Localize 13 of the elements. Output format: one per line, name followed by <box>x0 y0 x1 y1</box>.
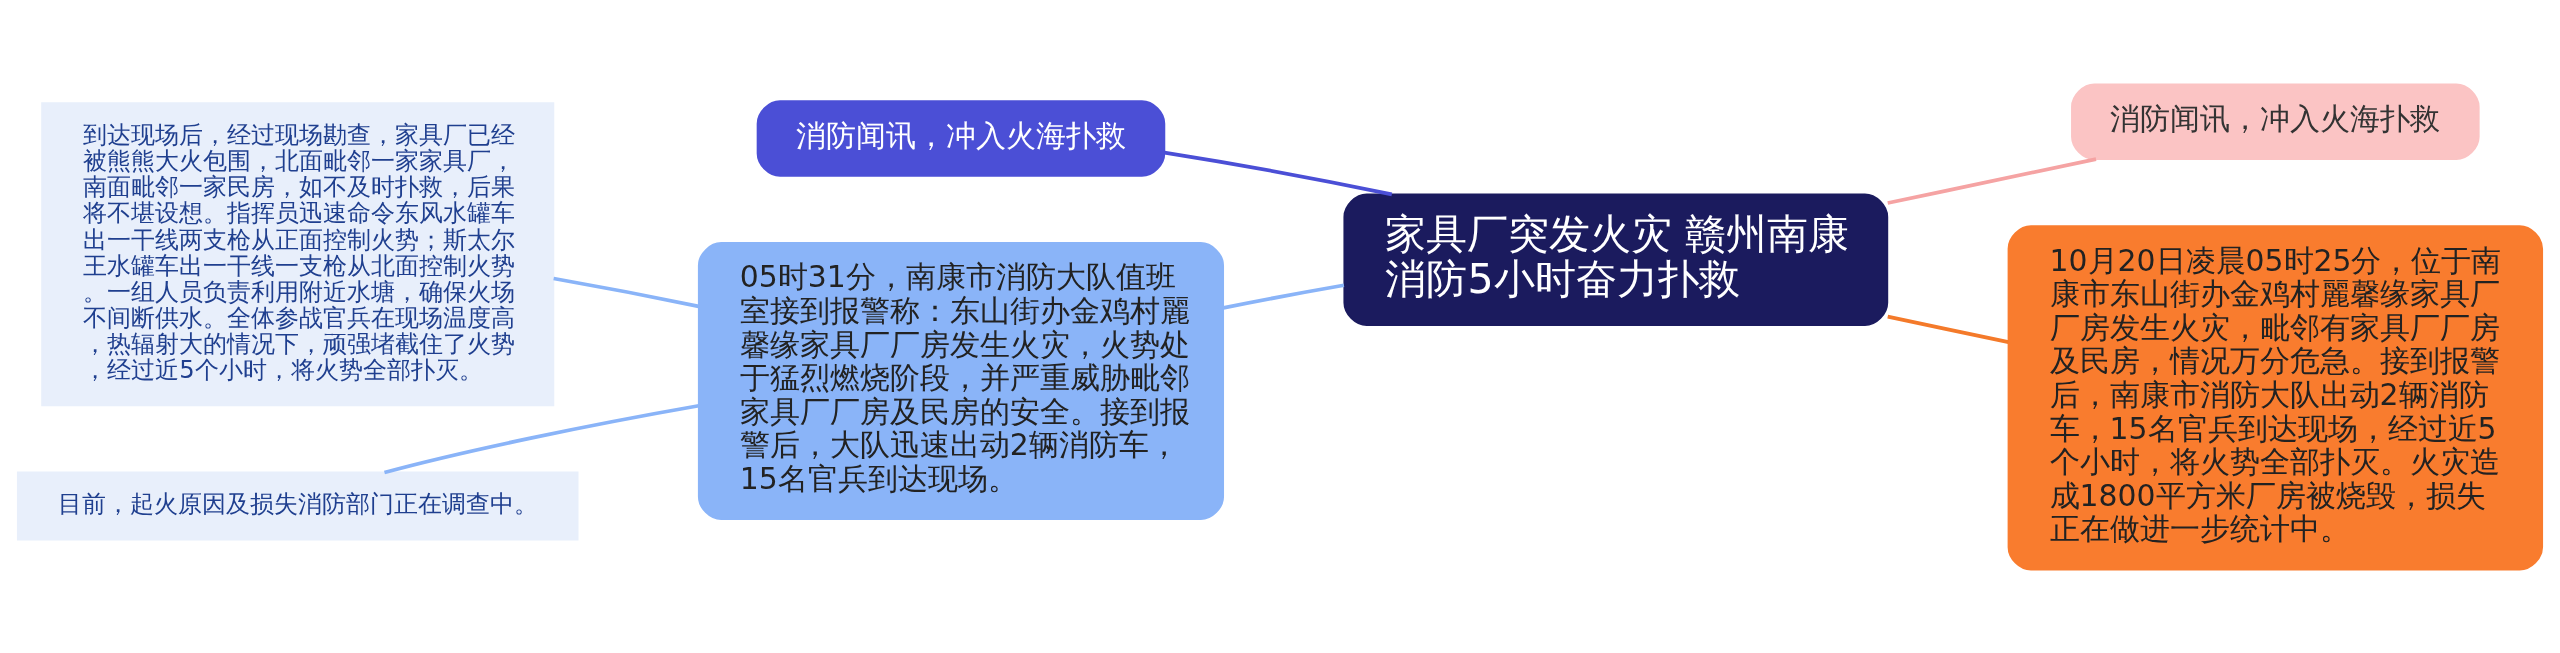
node-box: 05时31分，南康市消防大队值班室接到报警称：东山街办金鸡村麗馨缘家具厂厂房发生火灾，火势处于猛烈燃烧阶段，并严重威胁毗邻家具厂厂房及民房的安全。接到报警后，大队迅速出动2辆消防车，15名官兵到达现场。 <box>697 241 1225 520</box>
node-box: 到达现场后，经过现场勘查，家具厂已经被熊熊大火包围，北面毗邻一家家具厂，南面毗邻一家民房，如不及时扑救，后果将不堪设想。指挥员迅速命令东风水罐车出一干线两支枪从正面控制火势；斯太尔王水罐车出一干线一支枪从北面控制火势。一组人员负责利用附近水塘，确保火场不间断供水。全体参战官兵在现场温度高，热辐射大的情况下，顽强堵截住了火势，经过近5个小时，将火势全部扑灭。 <box>41 101 555 406</box>
node-box: 10月20日凌晨05时25分，位于南康市东山街办金鸡村麗馨缘家具厂厂房发生火灾，毗邻有家具厂厂房及民房，情况万分危急。接到报警后，南康市消防大队出动2辆消防车，15名官兵到达现场，经过近5个小时，将火势全部扑灭。火灾造成1800平方米厂房被烧毁，损失正在做进一步统计中。 <box>2007 224 2544 570</box>
node-box: 消防闻讯，冲入火海扑救 <box>756 99 1166 177</box>
connector <box>1164 150 1393 196</box>
connector <box>384 403 700 474</box>
connector <box>1887 156 2097 205</box>
connector <box>553 276 700 308</box>
connector <box>1887 314 2009 344</box>
node-box: 家具厂突发火灾 赣州南康消防5小时奋力扑救 <box>1343 193 1889 326</box>
node-box: 目前，起火原因及损失消防部门正在调查中。 <box>16 471 579 541</box>
node-box: 消防闻讯，冲入火海扑救 <box>2071 83 2480 160</box>
connector <box>1223 282 1345 310</box>
